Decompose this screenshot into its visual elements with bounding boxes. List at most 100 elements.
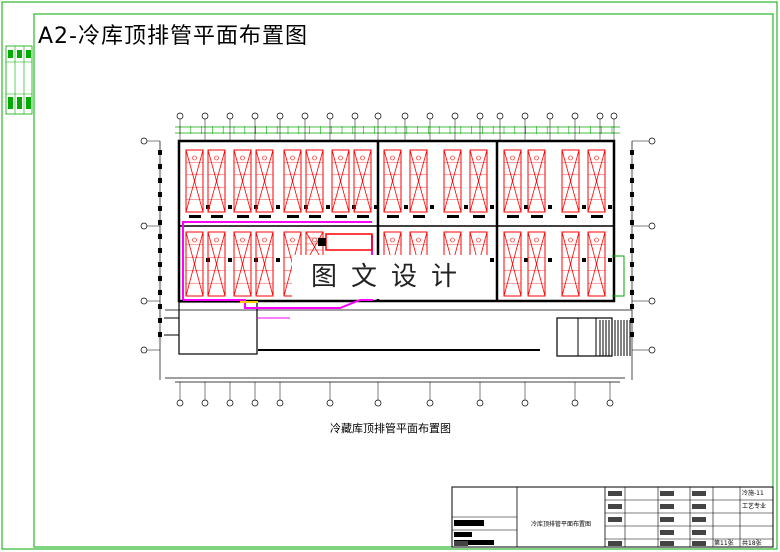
coil-frame [255, 231, 274, 297]
drawing-caption: 冷藏库顶排管平面布置图 [330, 422, 451, 435]
coil-header [507, 215, 519, 218]
coil-unit [255, 149, 274, 213]
coil-marker [534, 155, 539, 161]
coil-diagonal [409, 149, 428, 213]
axis-bubble [606, 399, 614, 407]
coil-unit [527, 231, 546, 297]
axis-bubble [176, 399, 184, 407]
coil-unit [469, 149, 488, 213]
coil-marker [290, 237, 295, 243]
coil-marker [290, 155, 295, 161]
coil-diagonal [443, 149, 462, 213]
coil-header [447, 215, 459, 218]
axis-bubble [276, 112, 284, 120]
coil-unit [383, 149, 402, 213]
title-block-page: 第11张 [714, 540, 734, 547]
coil-unit [207, 231, 226, 297]
coil-unit [283, 149, 302, 213]
title-block-label-mark [660, 504, 674, 509]
coil-header [387, 215, 399, 218]
column [276, 205, 280, 209]
coil-header [413, 215, 425, 218]
axis-bubble [351, 112, 359, 120]
coil-frame [233, 149, 252, 213]
coil-frame [207, 231, 226, 297]
coil-marker [338, 155, 343, 161]
axis-bubble [251, 399, 259, 407]
coil-unit [233, 231, 252, 297]
coil-marker [594, 155, 599, 161]
column [548, 258, 552, 262]
coil-marker [312, 237, 317, 243]
coil-diagonal [527, 231, 546, 297]
coil-unit [409, 149, 428, 213]
column [464, 205, 468, 209]
column [374, 205, 378, 209]
coil-unit [587, 149, 606, 213]
coil-header [565, 215, 577, 218]
coil-diagonal [383, 149, 402, 213]
coil-diagonal [185, 149, 204, 213]
axis-bubble [276, 399, 284, 407]
coil-marker [312, 155, 317, 161]
coil-marker [240, 155, 245, 161]
column [228, 258, 232, 262]
axis-bubble [610, 112, 618, 120]
coil-frame [409, 149, 428, 213]
coil-frame [587, 149, 606, 213]
watermark: 图文设计 [292, 255, 490, 299]
title-block-label-mark [608, 541, 622, 546]
coil-marker [510, 237, 515, 243]
title-block-label-mark [692, 541, 706, 546]
coil-header [335, 215, 347, 218]
coil-unit [527, 149, 546, 213]
coil-marker [568, 155, 573, 161]
title-block-label-mark [608, 491, 622, 496]
coil-frame [443, 149, 462, 213]
axis-bubble [401, 112, 409, 120]
axis-bubble [496, 112, 504, 120]
coil-unit [353, 149, 372, 213]
coil-diagonal [587, 149, 606, 213]
bottom-axis-bubbles [176, 382, 614, 407]
coil-unit [587, 231, 606, 297]
title-block [451, 486, 774, 548]
column [608, 258, 612, 262]
axis-bubble [176, 112, 184, 120]
coil-frame [353, 149, 372, 213]
coil-header [287, 215, 299, 218]
column [430, 205, 434, 209]
coil-frame [185, 149, 204, 213]
coil-diagonal [255, 149, 274, 213]
refrigerant-pipe [182, 221, 373, 319]
column [490, 205, 494, 209]
coil-marker [416, 237, 421, 243]
title-block-label-mark [692, 517, 706, 522]
coil-header [531, 215, 543, 218]
coil-frame [283, 149, 302, 213]
coil-unit [503, 149, 522, 213]
valve-station [325, 233, 373, 251]
coil-frame [185, 231, 204, 297]
title-block-label-mark [660, 541, 674, 546]
coil-unit [207, 149, 226, 213]
coil-marker [214, 237, 219, 243]
column [608, 205, 612, 209]
title-block-label-mark [454, 541, 468, 546]
title-block-label-mark [660, 517, 674, 522]
coil-diagonal [331, 149, 350, 213]
coil-frame [383, 149, 402, 213]
coil-diagonal [233, 231, 252, 297]
coil-diagonal [207, 231, 226, 297]
coil-frame [469, 149, 488, 213]
axis-bubble [140, 222, 148, 230]
title-block-label-mark [692, 530, 706, 535]
coil-unit [331, 149, 350, 213]
axis-bubble [226, 399, 234, 407]
column [582, 258, 586, 262]
coil-unit [185, 149, 204, 213]
coil-frame [233, 231, 252, 297]
coil-frame [527, 231, 546, 297]
